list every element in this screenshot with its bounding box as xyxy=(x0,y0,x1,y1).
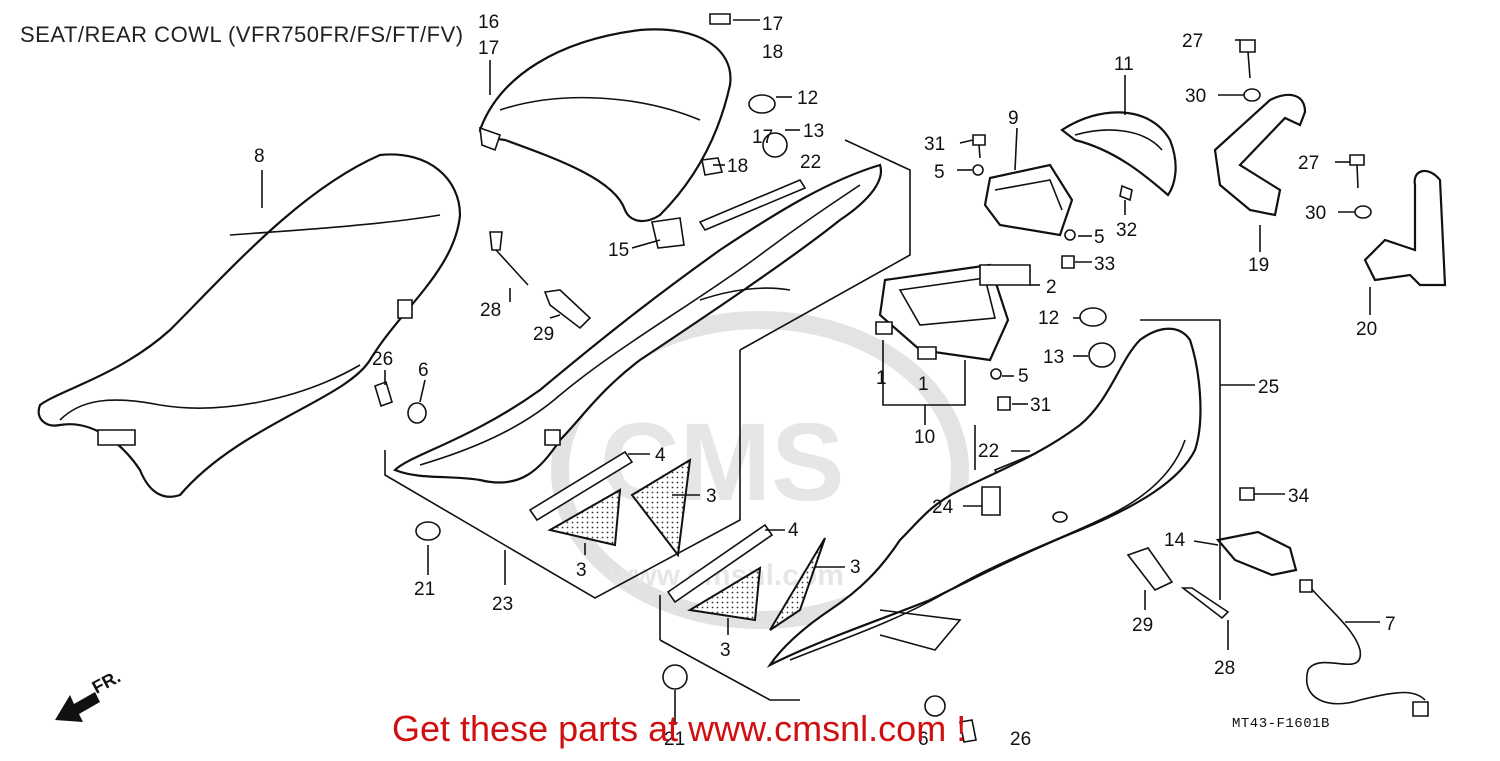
assembly-outlines xyxy=(384,139,1221,701)
diagram-code: MT43-F1601B xyxy=(1232,716,1330,732)
callout-32: 32 xyxy=(1116,220,1137,241)
callout-14: 14 xyxy=(1164,530,1186,551)
leader-lines xyxy=(261,19,1380,725)
callout-16: 16 xyxy=(478,12,499,33)
callout-13: 13 xyxy=(1043,347,1064,368)
promo-banner[interactable]: Get these parts at www.cmsnl.com ! xyxy=(392,708,967,749)
callout-17: 17 xyxy=(478,38,499,59)
callout-17: 17 xyxy=(762,14,783,35)
callout-6: 6 xyxy=(418,360,429,381)
callout-26: 26 xyxy=(1010,729,1031,750)
callout-22: 22 xyxy=(978,441,999,462)
callout-11: 11 xyxy=(1114,54,1134,75)
seat-lock-and-cable xyxy=(1215,530,1429,717)
tail-housing xyxy=(983,163,1074,237)
callout-3: 3 xyxy=(720,640,731,661)
callout-27: 27 xyxy=(1182,31,1203,52)
callout-18: 18 xyxy=(727,156,748,177)
pillion-seat xyxy=(478,13,732,249)
callout-33: 33 xyxy=(1094,254,1115,275)
callout-1: 1 xyxy=(918,374,929,395)
callout-19: 19 xyxy=(1248,255,1269,276)
left-rear-cowl xyxy=(393,163,883,484)
callout-3: 3 xyxy=(576,560,587,581)
callout-6: 6 xyxy=(918,729,929,750)
callout-12: 12 xyxy=(1038,308,1059,329)
callout-34: 34 xyxy=(1288,486,1310,507)
diagram-title: SEAT/REAR COWL (VFR750FR/FS/FT/FV) xyxy=(20,22,464,47)
callout-27: 27 xyxy=(1298,153,1319,174)
callout-8: 8 xyxy=(254,146,265,167)
callout-28: 28 xyxy=(1214,658,1235,679)
callout-13: 13 xyxy=(803,121,824,142)
callout-15: 15 xyxy=(608,240,629,261)
grommets-upper xyxy=(748,94,1116,368)
callout-10: 10 xyxy=(914,427,935,448)
callout-30: 30 xyxy=(1185,86,1206,107)
grab-rails xyxy=(1213,93,1447,287)
callout-31: 31 xyxy=(1030,395,1051,416)
callout-5: 5 xyxy=(1018,366,1029,387)
callout-24: 24 xyxy=(932,497,954,518)
svg-text:CMS: CMS xyxy=(600,401,844,524)
callout-1: 1 xyxy=(876,368,887,389)
rear-cover xyxy=(1060,111,1177,197)
callout-21: 21 xyxy=(664,729,685,750)
pads-right xyxy=(666,523,826,631)
fasteners xyxy=(374,39,1372,743)
callout-17: 17 xyxy=(752,127,773,148)
callout-30: 30 xyxy=(1305,203,1326,224)
callout-9: 9 xyxy=(1008,108,1019,129)
main-seat xyxy=(37,153,462,498)
callout-3: 3 xyxy=(706,486,717,507)
callout-4: 4 xyxy=(655,445,666,466)
callout-5: 5 xyxy=(934,162,945,183)
callout-20: 20 xyxy=(1356,319,1377,340)
callout-23: 23 xyxy=(492,594,513,615)
callout-7: 7 xyxy=(1385,614,1396,635)
callout-29: 29 xyxy=(533,324,554,345)
callout-2: 2 xyxy=(1046,277,1057,298)
pads-left xyxy=(528,450,692,558)
callout-28: 28 xyxy=(480,300,501,321)
callout-18: 18 xyxy=(762,42,783,63)
callout-22: 22 xyxy=(800,152,821,173)
storage-tray xyxy=(875,263,1031,362)
callout-31: 31 xyxy=(924,134,945,155)
callout-4: 4 xyxy=(788,520,799,541)
callout-3: 3 xyxy=(850,557,861,578)
callout-5: 5 xyxy=(1094,227,1105,248)
callout-labels: 8 16 17 17 18 12 17 13 18 22 15 28 29 26… xyxy=(254,12,1396,750)
front-direction-arrow xyxy=(55,692,100,722)
callout-25: 25 xyxy=(1258,377,1279,398)
callout-29: 29 xyxy=(1132,615,1153,636)
callout-21: 21 xyxy=(414,579,435,600)
callout-12: 12 xyxy=(797,88,818,109)
callout-26: 26 xyxy=(372,349,393,370)
